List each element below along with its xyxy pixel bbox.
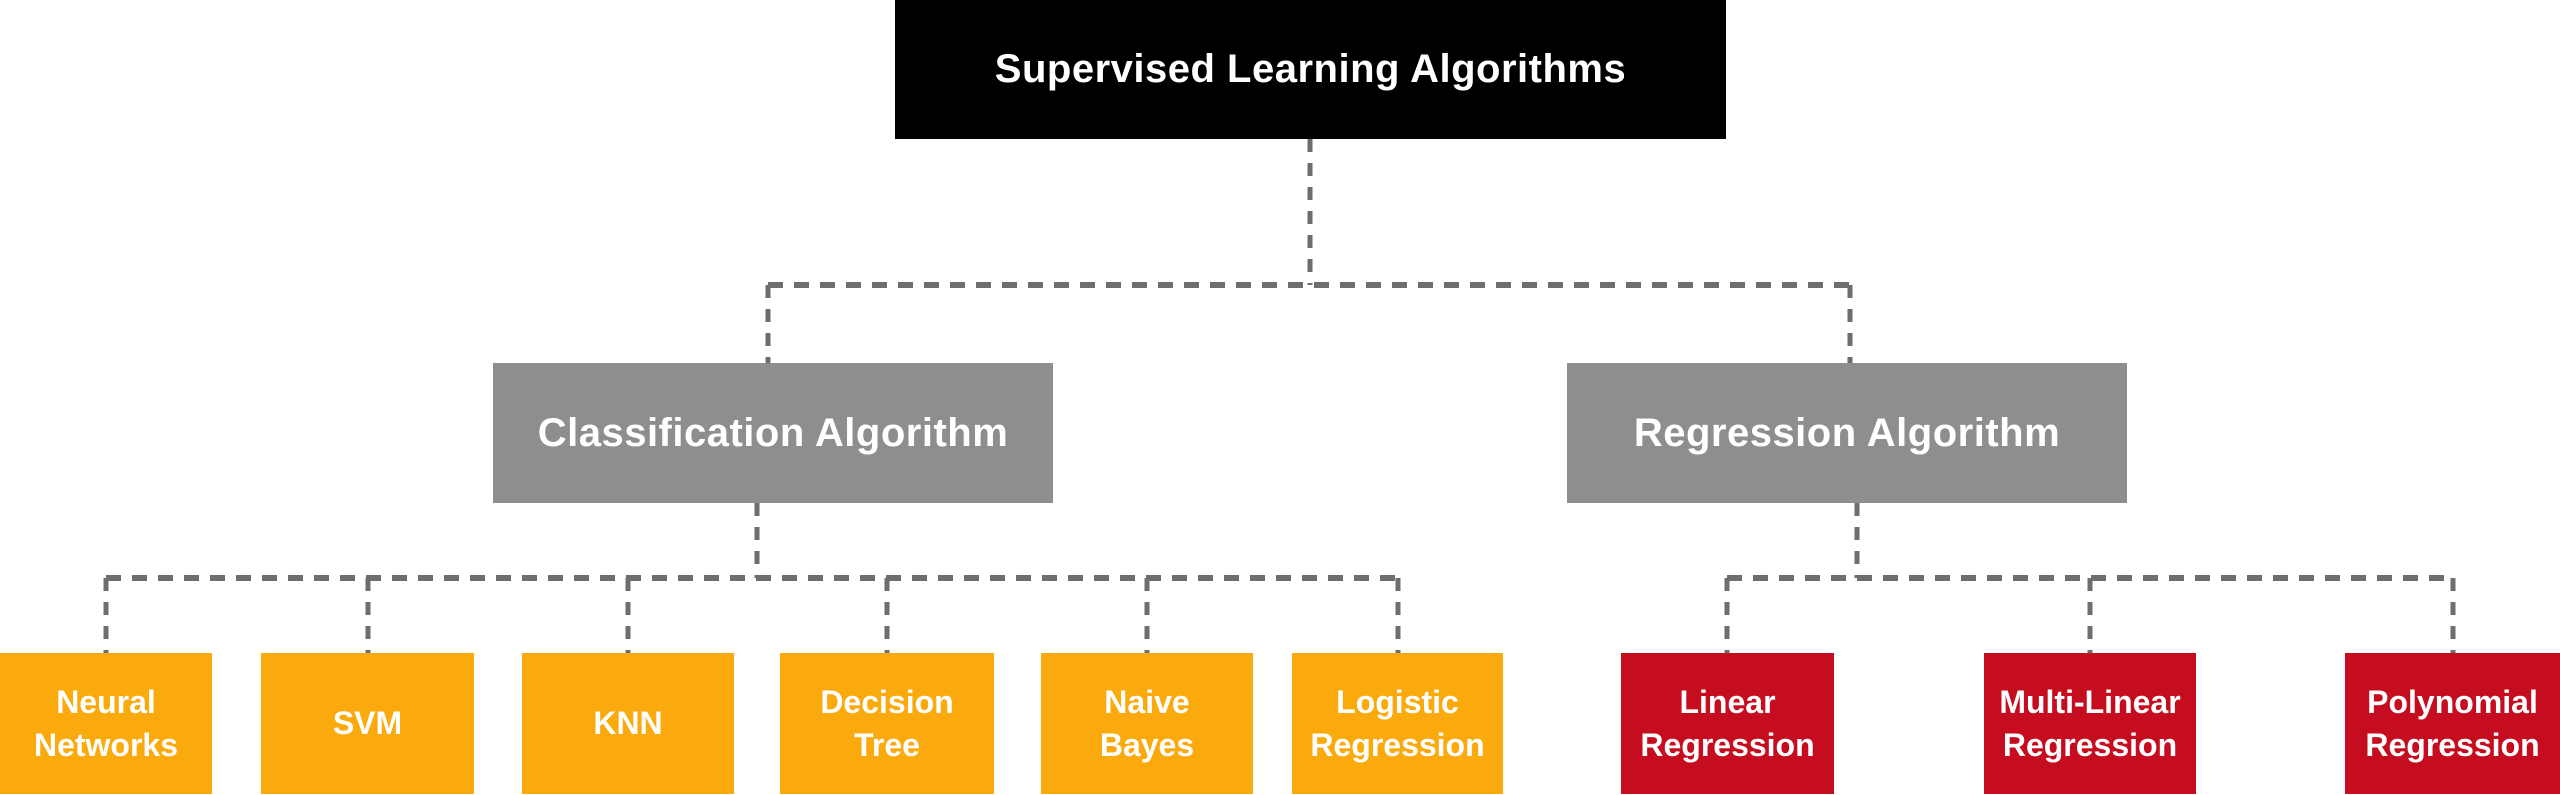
- node-supervised-learning-algorithms: Supervised Learning Algorithms: [895, 0, 1726, 139]
- node-neural-networks: Neural Networks: [0, 653, 212, 794]
- node-regression-algorithm: Regression Algorithm: [1567, 363, 2127, 503]
- node-svm: SVM: [261, 653, 474, 794]
- node-polynomial-regression: Polynomial Regression: [2345, 653, 2560, 794]
- node-classification-algorithm: Classification Algorithm: [493, 363, 1053, 503]
- node-logistic-regression: Logistic Regression: [1292, 653, 1503, 794]
- node-linear-regression: Linear Regression: [1621, 653, 1834, 794]
- node-multi-linear-regression: Multi-Linear Regression: [1984, 653, 2196, 794]
- node-decision-tree: Decision Tree: [780, 653, 994, 794]
- node-naive-bayes: Naive Bayes: [1041, 653, 1253, 794]
- node-knn: KNN: [522, 653, 734, 794]
